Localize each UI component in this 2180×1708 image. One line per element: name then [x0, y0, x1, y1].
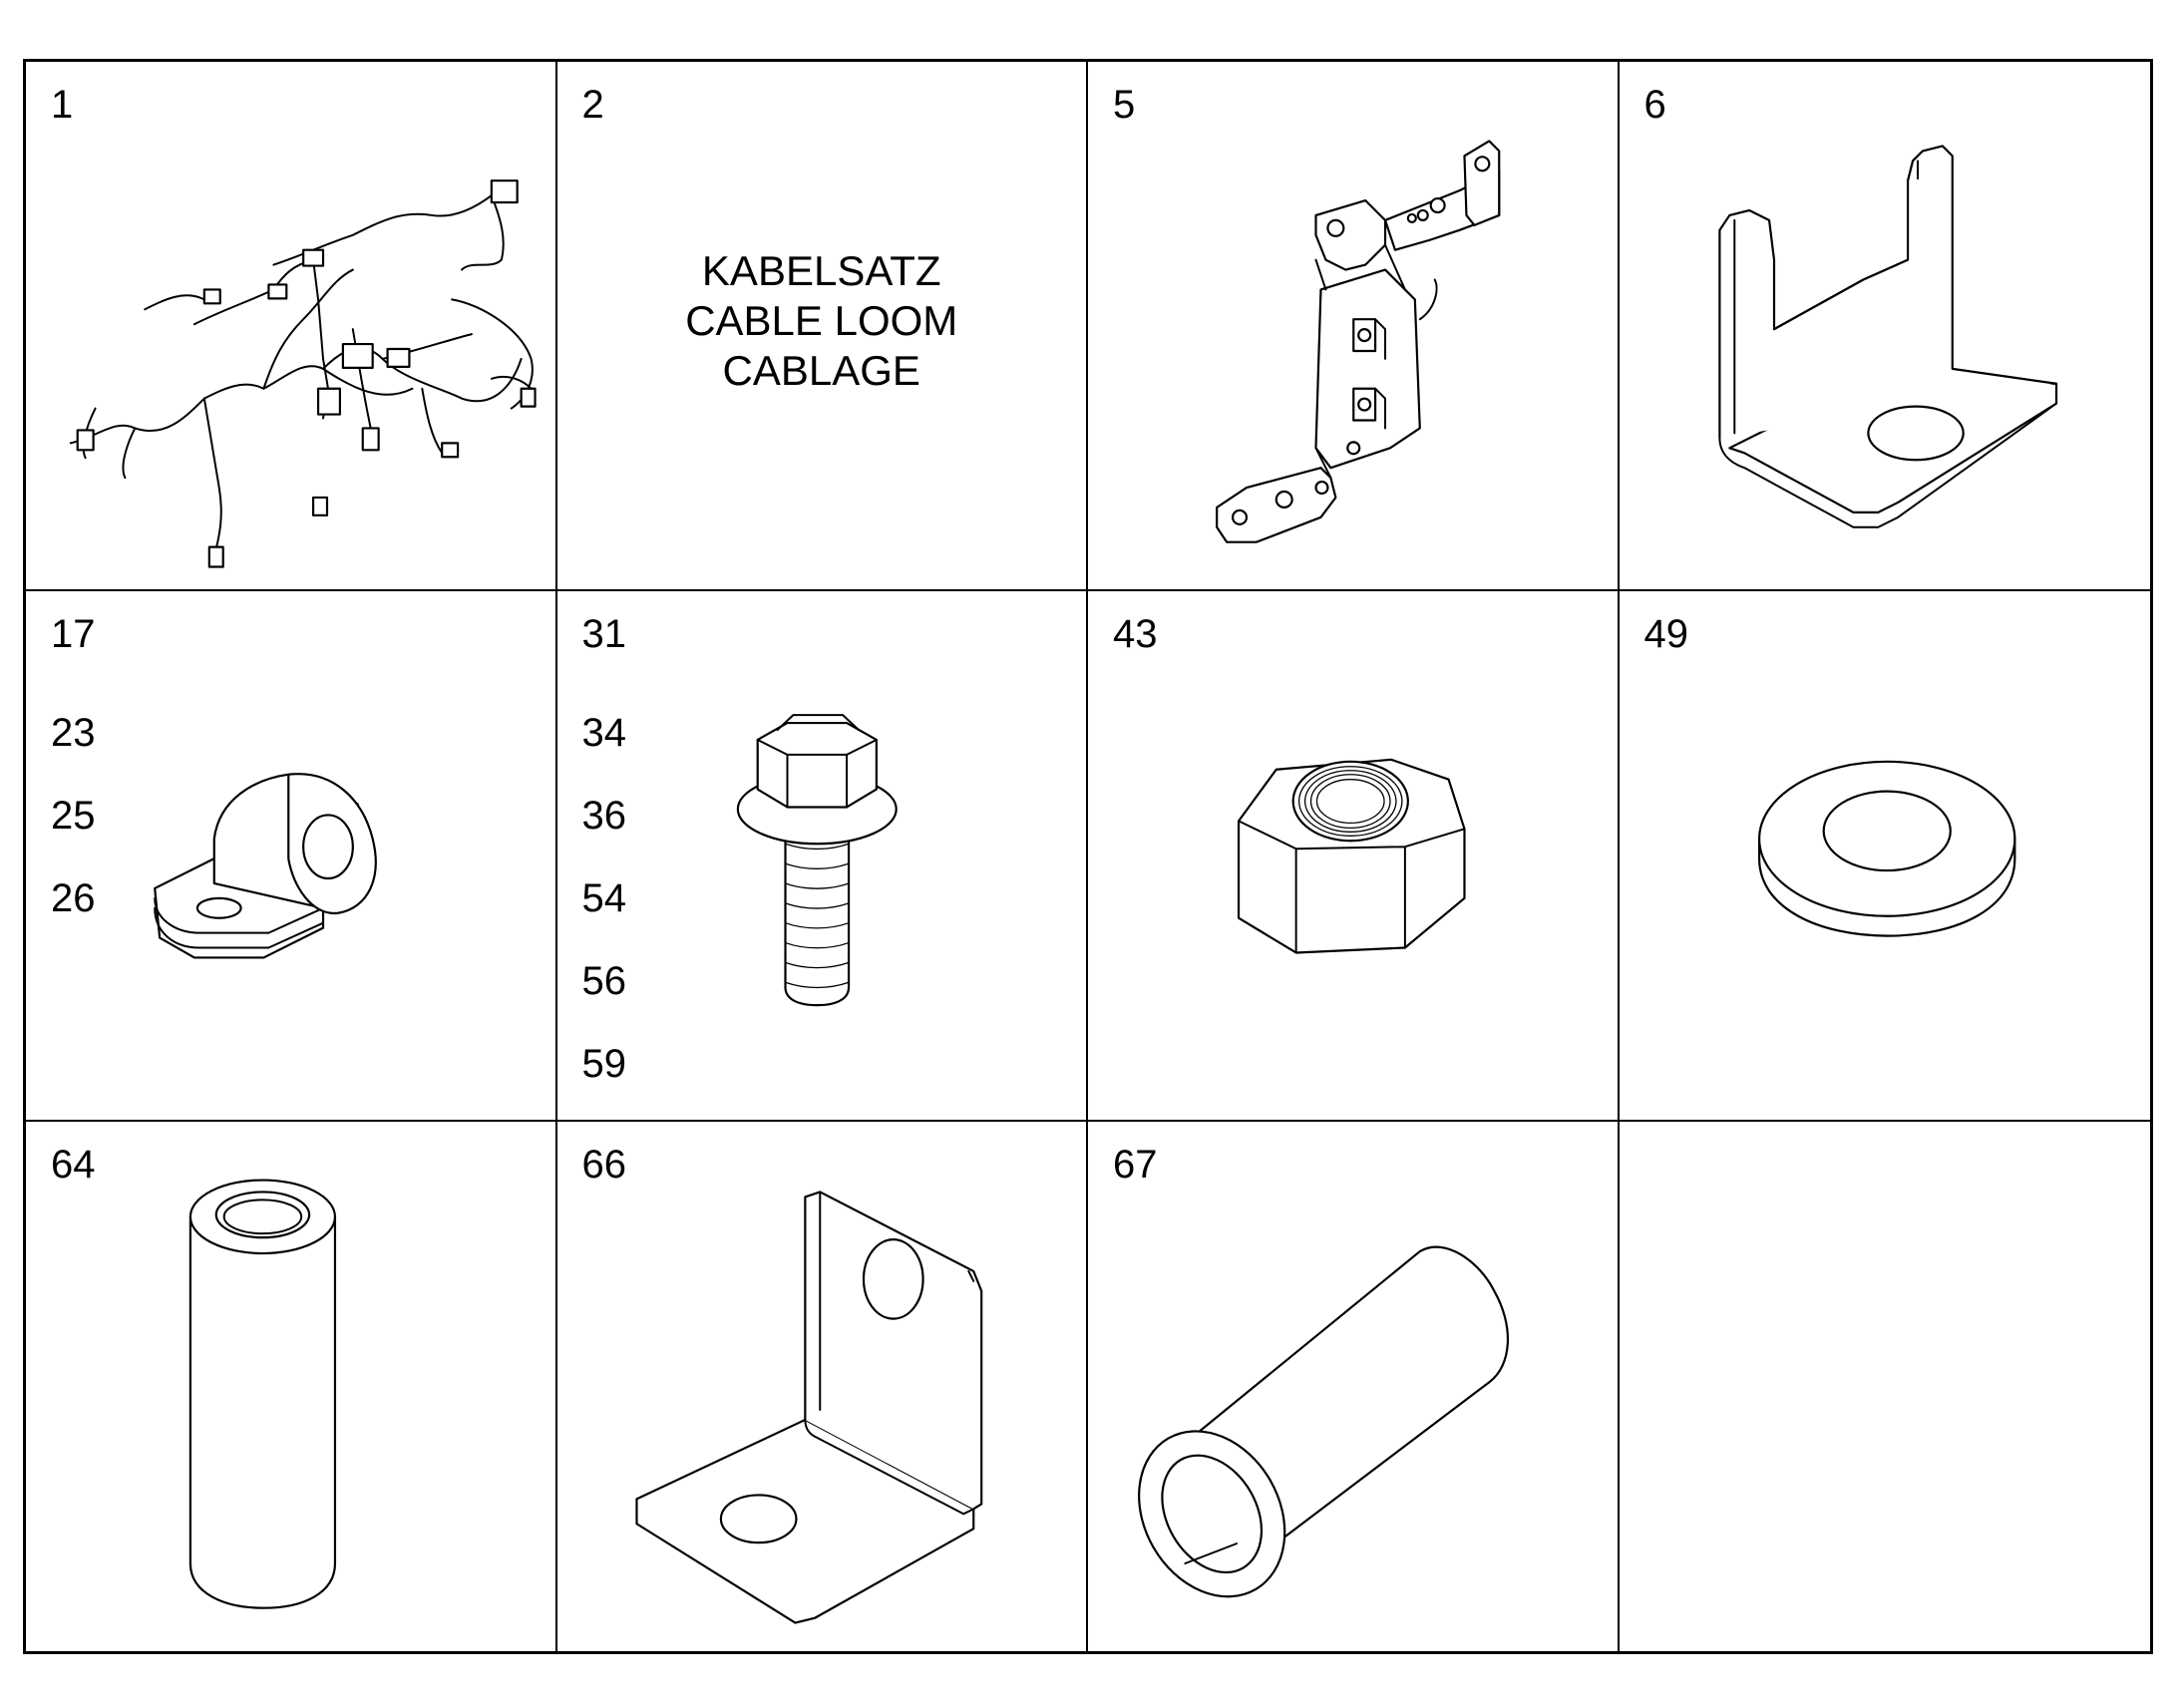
part-number: 2: [581, 83, 604, 127]
hex-flange-bolt-icon: [557, 591, 1087, 1119]
cable-harness-icon: [26, 62, 555, 589]
part-numbers: 43: [1113, 609, 1158, 692]
part-numbers: 17 23 25 26: [51, 609, 96, 940]
part-cell-empty: [1620, 1122, 2151, 1651]
part-number: 56: [581, 959, 627, 1004]
part-number: 49: [1643, 612, 1689, 657]
part-number: 34: [581, 711, 627, 756]
angle-bracket-icon: [557, 1122, 1087, 1651]
part-numbers: 1: [51, 80, 73, 163]
part-number: 17: [51, 612, 96, 657]
l-bracket-slot-icon: [1620, 62, 2151, 589]
part-number: 36: [581, 794, 627, 839]
caption-line-en: CABLE LOOM: [685, 297, 958, 344]
part-cell-66[interactable]: 66: [557, 1121, 1088, 1651]
part-number: 43: [1113, 612, 1158, 657]
parts-grid: 1: [23, 59, 2153, 1654]
part-caption: KABELSATZ CABLE LOOM CABLAGE: [557, 246, 1087, 396]
part-cell-64[interactable]: 64: [26, 1121, 557, 1651]
part-cell-43[interactable]: 43: [1088, 591, 1620, 1122]
part-number: 66: [581, 1142, 627, 1187]
part-cell-5[interactable]: 5: [1088, 62, 1620, 592]
part-number: 1: [51, 83, 74, 127]
part-cell-2[interactable]: 2 KABELSATZ CABLE LOOM CABLAGE: [556, 62, 1088, 592]
part-number: 59: [581, 1042, 627, 1087]
cable-clamp-icon: [26, 591, 555, 1119]
part-numbers: 49: [1644, 609, 1689, 692]
part-numbers: 31 34 36 54 56 59: [582, 609, 627, 1106]
part-numbers: 5: [1113, 80, 1135, 163]
tube-spacer-icon: [1088, 1122, 1618, 1651]
part-numbers: 2: [582, 80, 604, 163]
mounting-bracket-icon: [1088, 62, 1618, 589]
part-number: 6: [1643, 83, 1666, 127]
part-cell-1[interactable]: 1: [26, 62, 557, 592]
part-cell-49[interactable]: 49: [1619, 591, 2151, 1122]
part-numbers: 67: [1113, 1140, 1158, 1222]
caption-line-fr: CABLAGE: [722, 347, 920, 394]
part-number: 26: [51, 876, 96, 921]
caption-line-de: KABELSATZ: [701, 247, 941, 294]
part-numbers: 64: [51, 1140, 96, 1222]
part-cell-17[interactable]: 17 23 25 26: [26, 591, 557, 1122]
part-number: 5: [1113, 83, 1136, 127]
flat-washer-icon: [1620, 591, 2151, 1119]
part-number: 31: [581, 612, 627, 657]
part-number: 54: [581, 876, 627, 921]
part-cell-67[interactable]: 67: [1088, 1121, 1620, 1651]
part-number: 67: [1113, 1142, 1158, 1187]
hex-nut-icon: [1088, 591, 1618, 1119]
part-number: 64: [51, 1142, 96, 1187]
part-number: 25: [51, 794, 96, 839]
part-cell-31[interactable]: 31 34 36 54 56 59: [556, 591, 1088, 1122]
part-numbers: 66: [582, 1140, 627, 1222]
part-cell-6[interactable]: 6: [1619, 62, 2151, 592]
part-number: 23: [51, 711, 96, 756]
spacer-sleeve-icon: [26, 1122, 555, 1651]
part-numbers: 6: [1644, 80, 1666, 163]
